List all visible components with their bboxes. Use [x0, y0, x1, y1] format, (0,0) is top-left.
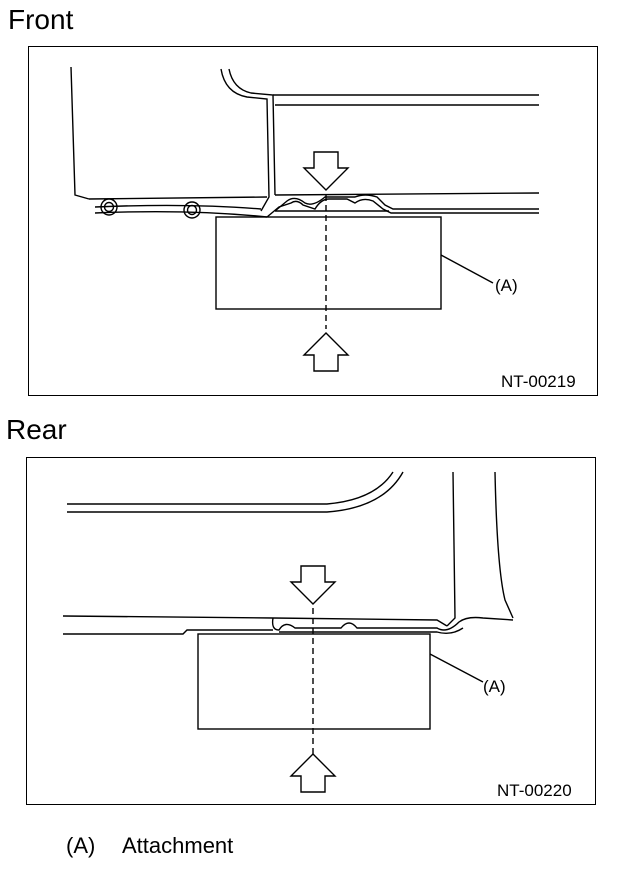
rear-drawing: (A) [62, 471, 514, 793]
front-drawing: (A) [70, 66, 540, 372]
legend-text: Attachment [122, 833, 234, 858]
rear-arrow-up [289, 753, 337, 793]
rear-body-panel-curve [67, 471, 394, 505]
front-heading: Front [8, 4, 74, 35]
front-attachment [215, 216, 442, 310]
legend: (A) Attachment [66, 835, 366, 861]
front-body-panel-left [70, 66, 90, 200]
front-bolt-2 [183, 201, 201, 219]
rear-callout-leader [429, 653, 484, 683]
front-body-panel-curve [220, 68, 270, 212]
legend-key: (A) [66, 833, 96, 858]
rear-callout-label: (A) [483, 677, 506, 696]
rear-arrow-down [289, 565, 337, 605]
front-callout-label: (A) [495, 276, 518, 295]
front-figure: (A) NT-00219 [28, 46, 598, 396]
front-bolt-1 [100, 198, 118, 216]
rear-figure: (A) NT-00220 [26, 457, 596, 805]
rear-heading: Rear [6, 414, 67, 445]
rear-body-panel-right [446, 471, 456, 627]
rear-attachment [197, 633, 431, 730]
front-callout-leader [440, 254, 494, 284]
front-figure-code: NT-00219 [501, 372, 576, 391]
rear-figure-code: NT-00220 [497, 781, 572, 800]
front-arrow-down [302, 151, 350, 191]
front-arrow-up [302, 332, 350, 372]
